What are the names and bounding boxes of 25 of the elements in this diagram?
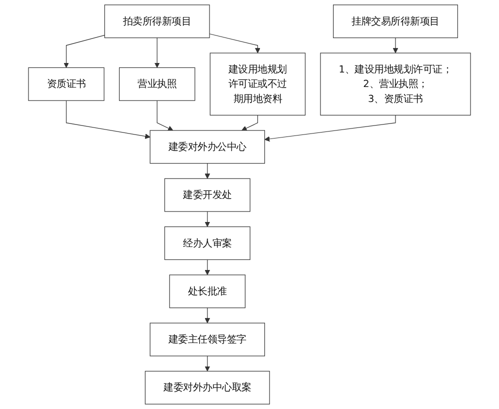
arrow (392, 37, 398, 54)
arrow (154, 37, 160, 68)
arrow (204, 356, 210, 372)
arrow (204, 259, 210, 276)
arrow (264, 114, 396, 142)
arrow (204, 163, 210, 179)
node-box: 建委主任领导签字 (150, 322, 265, 356)
node-box: 建设用地规划许可证或不过期用地资料 (210, 52, 306, 116)
arrow (64, 34, 105, 68)
node-box: 挂牌交易所得新项目 (333, 4, 458, 38)
arrow (209, 34, 260, 54)
node-box: 建委对外办公中心 (150, 130, 265, 164)
arrow (242, 114, 258, 131)
node-box: 经办人审案 (164, 226, 250, 260)
node-box: 营业执照 (119, 67, 196, 101)
node-box: 建委对外办中心取案 (144, 370, 270, 404)
node-box: 处长批准 (169, 274, 246, 308)
node-box: 1、建设用地规划许可证； 2、营业执照； 3、资质证书 (320, 52, 471, 116)
arrow (204, 308, 210, 324)
arrow (204, 211, 210, 227)
node-box: 资质证书 (28, 67, 104, 101)
arrow (156, 100, 174, 131)
node-box: 拍卖所得新项目 (104, 4, 210, 38)
arrow (66, 100, 150, 139)
node-box: 建委开发处 (164, 178, 250, 212)
